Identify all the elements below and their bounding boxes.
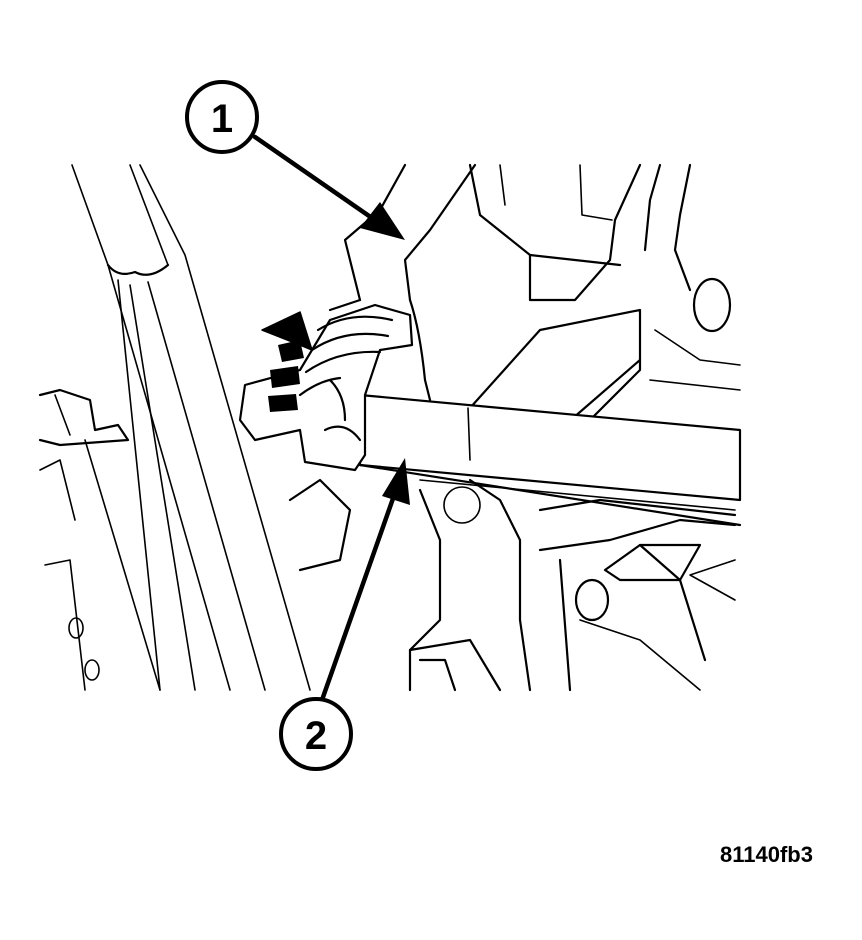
callout-2-leader bbox=[319, 458, 410, 703]
left-bracket bbox=[38, 388, 161, 691]
curved-dashed-arrow-icon bbox=[261, 311, 313, 412]
callout-1-label: 1 bbox=[211, 97, 233, 141]
callout-1-leader bbox=[252, 134, 405, 240]
callout-1: 1 bbox=[185, 80, 259, 154]
upper-structure bbox=[468, 163, 741, 391]
callout-2-label: 2 bbox=[305, 714, 327, 758]
figure-id: 81140fb3 bbox=[720, 842, 813, 867]
lower-structure bbox=[288, 478, 737, 692]
column-shaft bbox=[358, 393, 742, 527]
callout-2: 2 bbox=[279, 697, 353, 771]
lock-collar bbox=[238, 303, 414, 472]
left-pillar bbox=[71, 164, 311, 691]
